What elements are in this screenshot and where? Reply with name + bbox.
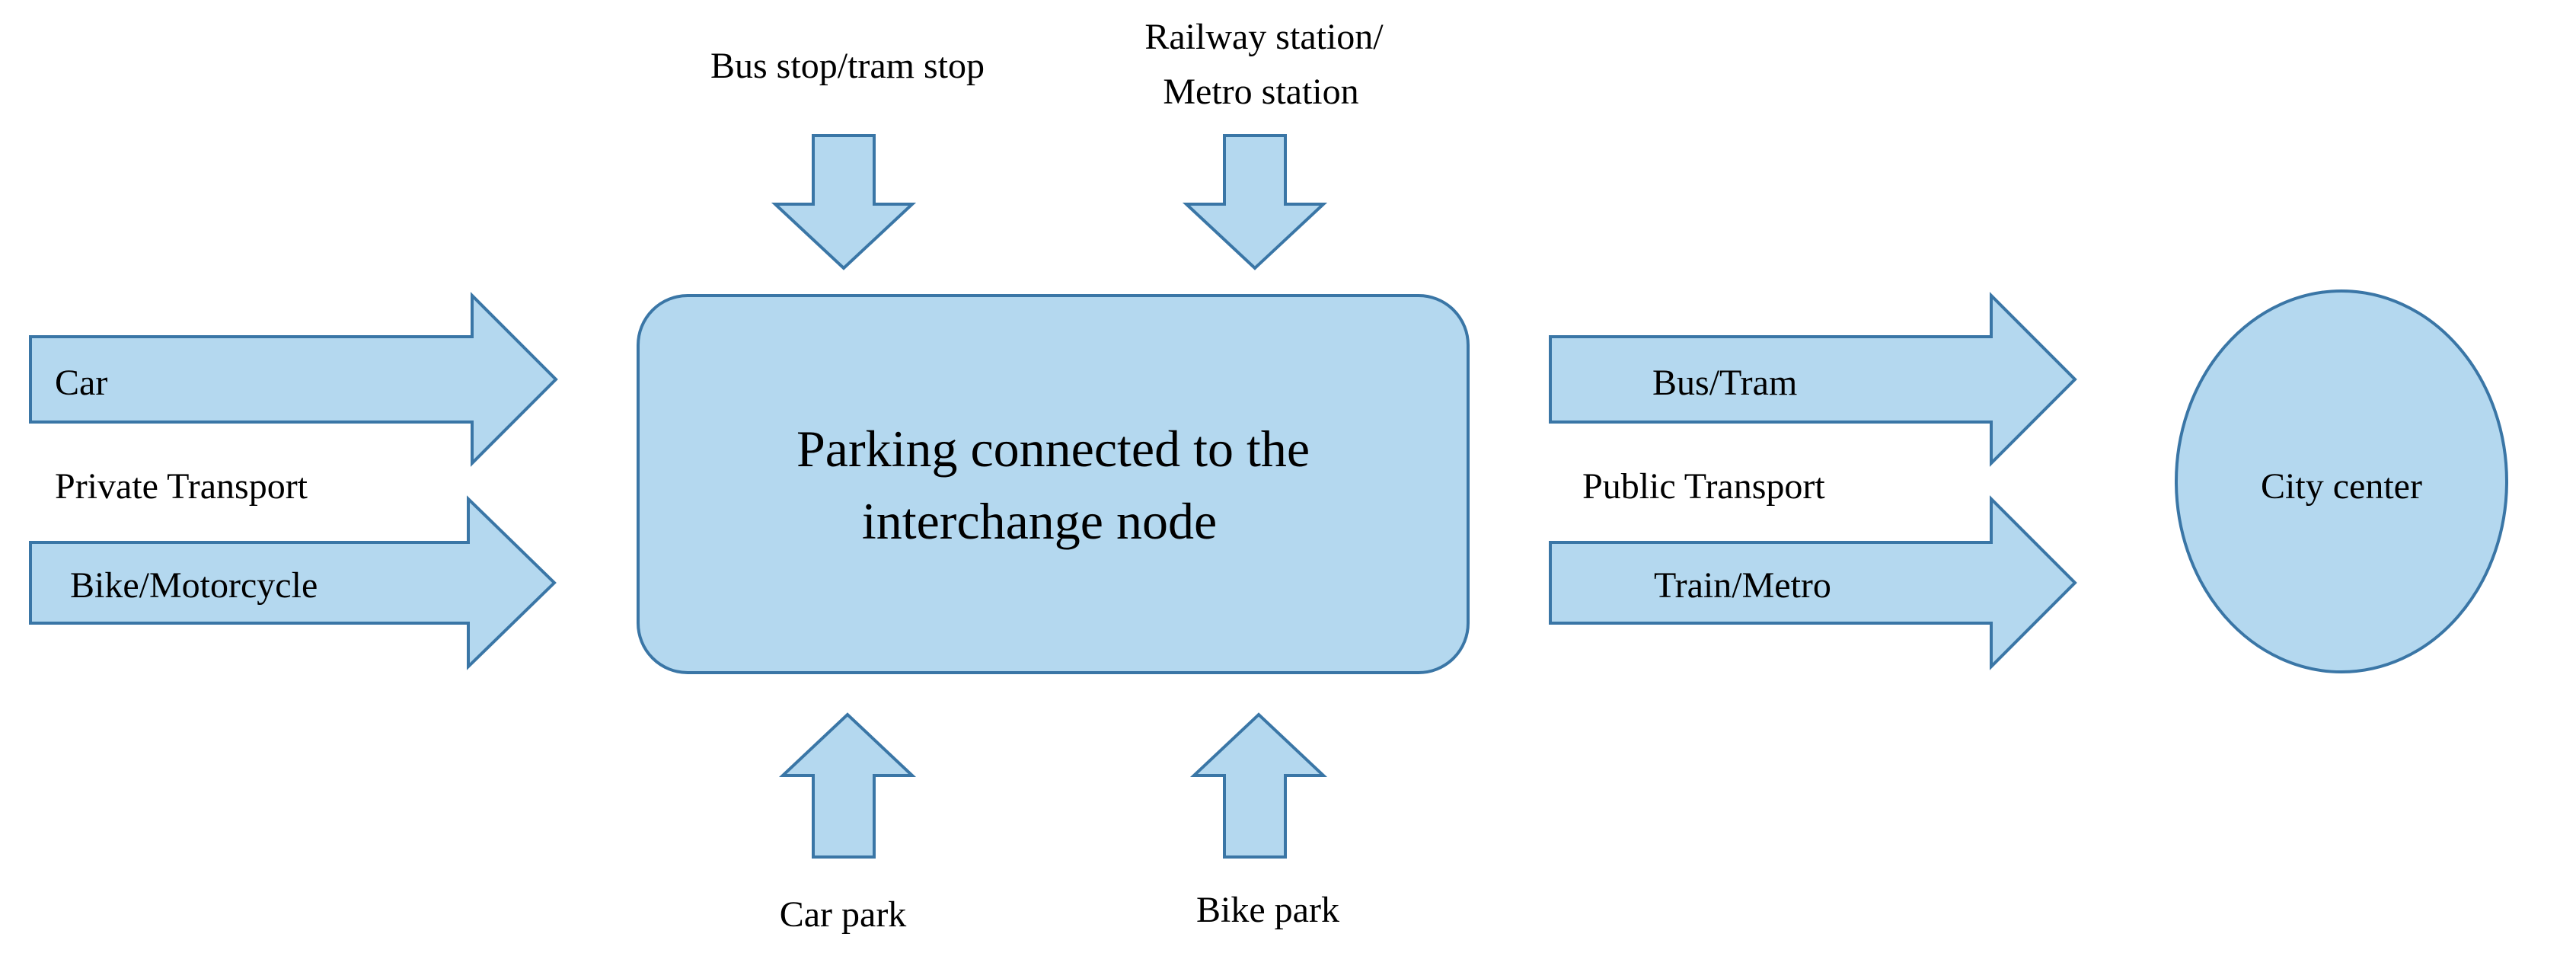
bus-stop-label: Bus stop/tram stop	[710, 46, 985, 86]
bike-motorcycle-arrow-label: Bike/Motorcycle	[70, 565, 318, 606]
private-transport-label: Private Transport	[55, 466, 308, 507]
bike-motorcycle-arrow	[29, 495, 557, 670]
car-park-up-arrow	[778, 712, 917, 859]
bus-tram-arrow	[1549, 292, 2077, 467]
bike-park-label: Bike park	[1196, 890, 1339, 930]
railway-station-label-line1: Railway station/	[1144, 17, 1384, 57]
city-center-circle	[2175, 289, 2508, 673]
parking-interchange-node	[637, 294, 1470, 674]
bike-park-up-arrow	[1189, 712, 1328, 859]
hub-label-line2: interchange node	[862, 492, 1217, 550]
train-metro-arrow	[1549, 495, 2077, 670]
train-metro-arrow-label: Train/Metro	[1654, 565, 1831, 606]
car-park-label: Car park	[780, 894, 907, 935]
railway-station-down-arrow	[1182, 134, 1328, 270]
bus-stop-down-arrow	[771, 134, 917, 270]
car-arrow-label: Car	[55, 363, 107, 403]
public-transport-label: Public Transport	[1582, 466, 1825, 507]
bus-tram-arrow-label: Bus/Tram	[1652, 363, 1797, 403]
railway-station-label-line2: Metro station	[1163, 72, 1358, 112]
car-arrow	[29, 292, 558, 467]
hub-label-line1: Parking connected to the	[796, 420, 1310, 478]
city-center-label: City center	[2261, 466, 2422, 507]
